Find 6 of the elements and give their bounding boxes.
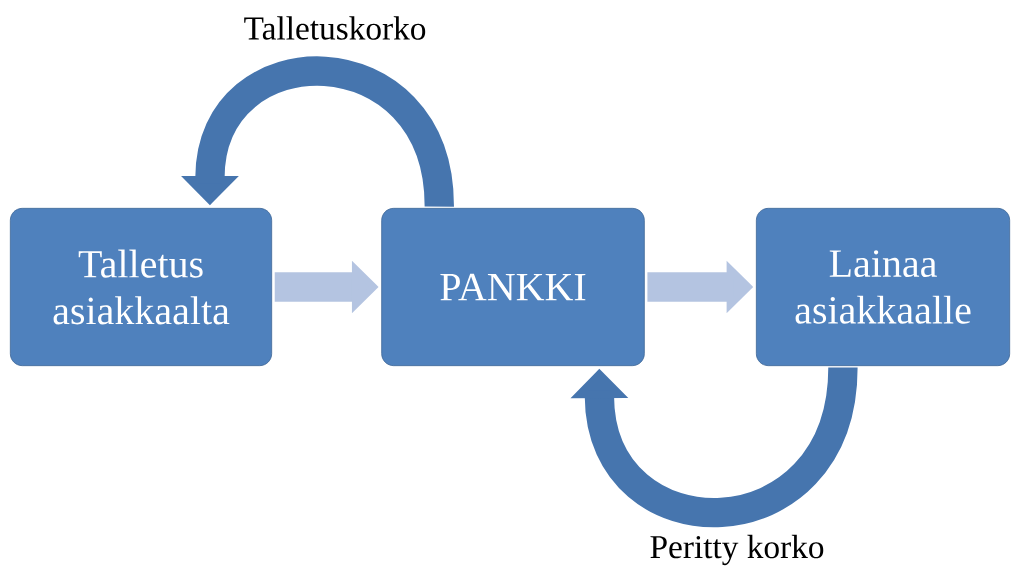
- curved-arrow: [570, 365, 858, 528]
- process-box: PANKKI: [381, 207, 645, 367]
- edge-label: Peritty korko: [648, 533, 826, 567]
- process-box: Lainaa asiakkaalle: [755, 207, 1011, 367]
- edge-label: Talletuskorko: [242, 14, 428, 42]
- process-box: Talletus asiakkaalta: [9, 207, 273, 367]
